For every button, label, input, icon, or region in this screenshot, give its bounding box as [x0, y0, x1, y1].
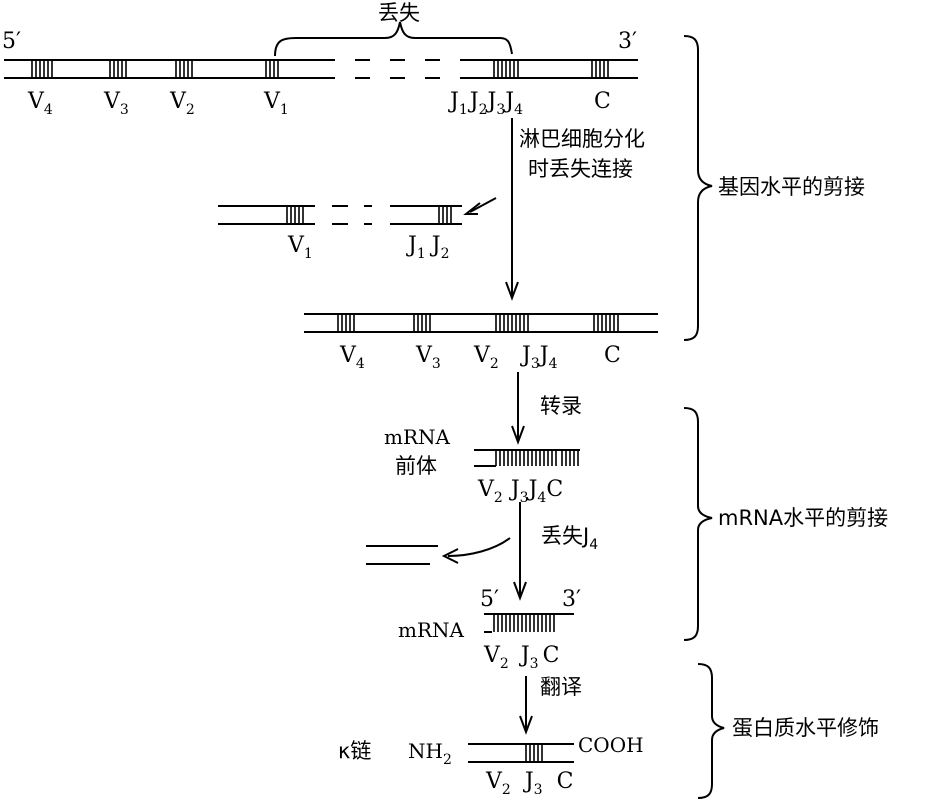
svg-text:V1: V1: [287, 233, 313, 262]
differentiation-label-line1: 淋巴细胞分化: [519, 127, 645, 151]
gene-level-label: 基因水平的剪接: [718, 175, 865, 199]
germline-dna-strands: [4, 59, 638, 79]
mrna-three-prime: 3′: [562, 587, 581, 612]
svg-text:丢失J4: 丢失J4: [541, 524, 598, 553]
protein-level-brace: 蛋白质水平修饰: [697, 663, 879, 799]
cooh-label: COOH: [578, 733, 644, 757]
translation-arrow: 翻译: [519, 675, 582, 735]
svg-text:C: C: [594, 89, 611, 114]
mrna-five-prime: 5′: [480, 587, 499, 612]
germline-dna: 5′ 3′ 丢失 V4 V3 V2 V1 J1J2J3J4 C: [2, 1, 638, 118]
svg-text:V2: V2: [473, 343, 499, 372]
differentiation-label-line2: 时丢失连接: [528, 157, 633, 181]
rearranged-dna: V4 V3 V2 J3J4 C: [304, 313, 658, 372]
svg-text:V3: V3: [103, 89, 129, 118]
five-prime-label: 5′: [2, 29, 21, 54]
lost-region-brace: [274, 21, 513, 57]
translation-label: 翻译: [540, 675, 582, 699]
gene-level-brace: 基因水平的剪接: [683, 35, 865, 341]
nh2-label: NH2: [408, 739, 452, 768]
svg-text:V3: V3: [415, 343, 441, 372]
protein-level-label: 蛋白质水平修饰: [732, 716, 879, 740]
mrna-level-brace: mRNA水平的剪接: [683, 407, 888, 641]
svg-text:J1J2J3J4: J1J2J3J4: [448, 89, 523, 118]
svg-text:J3J4: J3J4: [520, 343, 558, 372]
svg-text:C: C: [604, 343, 621, 368]
transcription-label: 转录: [540, 394, 582, 418]
three-prime-label: 3′: [618, 29, 637, 54]
mrna-level-label: mRNA水平的剪接: [718, 506, 888, 530]
differentiation-arrow: 淋巴细胞分化 时丢失连接: [505, 118, 645, 301]
svg-text:V1: V1: [263, 89, 289, 118]
lost-label: 丢失: [378, 1, 420, 25]
kappa-chain-label: κ链: [338, 739, 371, 763]
mrna-precursor-label-1: mRNA: [384, 425, 451, 449]
svg-text:J1J2: J1J2: [406, 233, 450, 262]
lose-j4-arrow: 丢失J4: [366, 502, 598, 601]
mrna-label: mRNA: [398, 618, 465, 642]
svg-text:V4: V4: [339, 343, 365, 372]
svg-text:V2: V2: [169, 89, 195, 118]
transcription-arrow: 转录: [511, 372, 582, 445]
mrna-precursor-label-2: 前体: [395, 454, 437, 478]
germline-segment-labels: V4 V3 V2 V1 J1J2J3J4 C: [27, 89, 611, 118]
germline-segment-ticks: [31, 60, 609, 78]
svg-text:V4: V4: [27, 89, 53, 118]
